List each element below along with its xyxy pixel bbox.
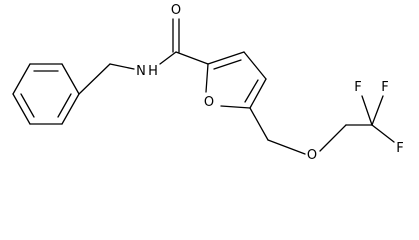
bond-n-carbonyl xyxy=(159,51,177,65)
bond-furan-double-1 xyxy=(213,59,242,70)
fluorine-right-label: F xyxy=(396,141,403,156)
amide-hydrogen-label: H xyxy=(148,64,158,79)
bond-benzene-5 xyxy=(12,93,31,125)
carbonyl-oxygen-label: O xyxy=(171,3,181,18)
bond-ring-ch2 xyxy=(78,63,111,95)
bond-benzene-double-3 xyxy=(20,93,35,118)
fluorine-top-left-label: F xyxy=(354,80,361,95)
bond-c-f-top-right xyxy=(371,95,384,126)
fluorine-top-right-label: F xyxy=(381,80,388,95)
furan-ring xyxy=(205,51,267,109)
bond-ch2-n xyxy=(109,63,135,70)
bond-benzene-double-2 xyxy=(57,93,72,118)
bond-furan-o-c2 xyxy=(205,63,209,93)
bond-furan-c3-c4 xyxy=(243,51,267,80)
bond-furan-c2-c3 xyxy=(207,51,245,65)
bond-furan-double-2 xyxy=(244,79,259,103)
structure-canvas: N H O O O F F F xyxy=(12,3,404,163)
amide-nitrogen-label: N xyxy=(136,64,146,79)
molecule-drawing: N H O O O F F F xyxy=(12,3,404,163)
furan-oxygen-label: O xyxy=(204,95,214,110)
bond-c-f-right xyxy=(371,124,395,143)
bond-ch2-ether-o xyxy=(267,139,306,155)
bond-c-f-top-left xyxy=(361,95,373,126)
bond-furan-c5-o xyxy=(220,105,251,109)
bond-benzene-6 xyxy=(12,63,31,95)
bond-carbonyl-furan xyxy=(175,51,209,65)
bond-furan-c4-c5 xyxy=(249,78,267,109)
bond-benzene-3 xyxy=(61,93,80,125)
ether-oxygen-label: O xyxy=(307,148,317,163)
benzene-ring xyxy=(12,63,80,125)
bond-ether-o-ch2 xyxy=(319,124,347,152)
bond-furan-ch2 xyxy=(249,107,269,141)
bond-benzene-2 xyxy=(61,63,80,95)
